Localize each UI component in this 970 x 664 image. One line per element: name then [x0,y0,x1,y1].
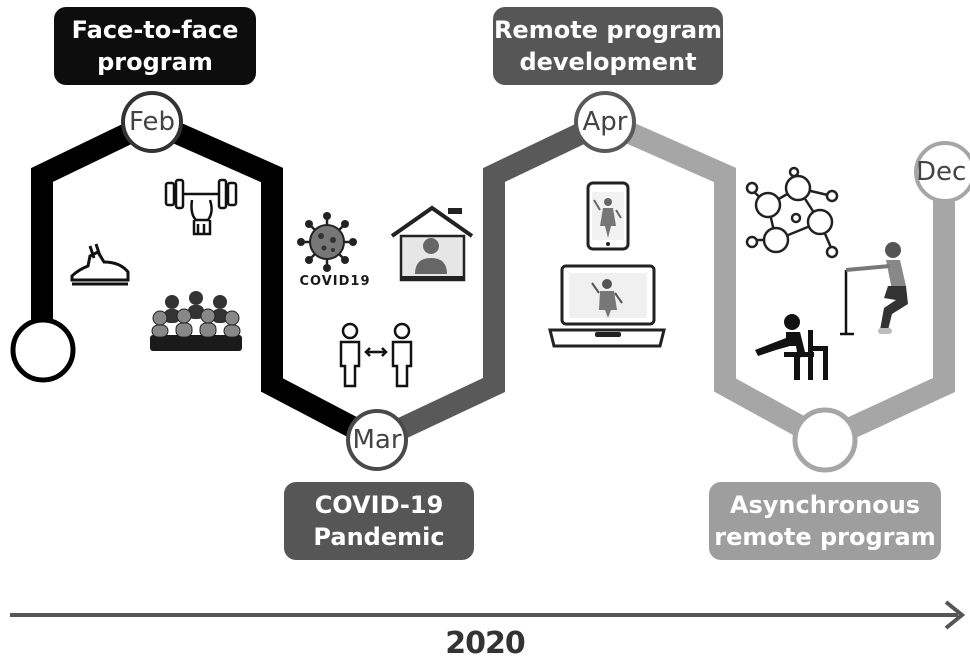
squat-exercise-icon [840,242,908,336]
node-apr [574,91,636,153]
node-feb [121,91,183,153]
month-label-feb: Feb [128,107,176,137]
group-crowd-icon [150,291,242,351]
virus-icon [297,212,357,272]
axis-arrowhead [944,600,966,630]
social-distancing-icon [339,322,413,388]
stay-home-icon [390,205,474,282]
start-node [10,317,76,383]
path-segment-async-remote [600,111,955,453]
path-segment-face-to-face [31,109,383,450]
month-label-mar: Mar [352,425,402,455]
node-mar [346,409,408,471]
running-shoe-icon [70,243,130,286]
month-label-dec: Dec [916,157,967,187]
phase-box-face-to-face: Face-to-face program [54,7,256,85]
smartphone-workout-icon [586,181,630,251]
phase-box-remote-development: Remote program development [493,7,723,85]
year-label: 2020 [445,626,526,661]
month-label-apr: Apr [582,107,628,137]
path-segment-remote-development [372,112,610,450]
chair-exercise-icon [755,314,828,380]
dumbbell-strength-icon [164,178,238,236]
phase-box-covid-pandemic: COVID-19 Pandemic [284,482,474,560]
node-dec [914,141,970,203]
laptop-workout-icon [548,264,666,348]
covid19-icon-caption: COVID19 [299,274,371,289]
node-async-end [792,407,858,473]
phase-box-async-remote: Asynchronous remote program [709,482,941,560]
people-network-icon [745,166,839,259]
